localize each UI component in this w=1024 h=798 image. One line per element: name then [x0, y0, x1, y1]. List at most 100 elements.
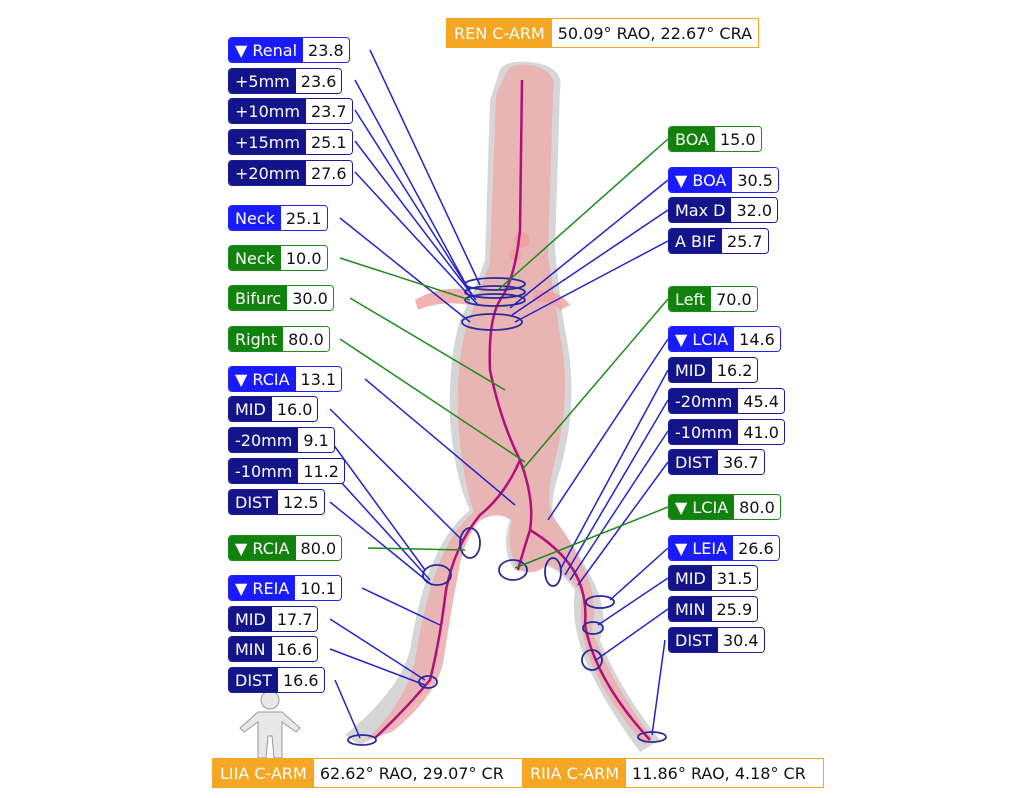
riia-carm-value: 11.86° RAO, 4.18° CR: [632, 764, 806, 783]
tag-value: 11.2: [298, 459, 344, 483]
tag-label: DIST: [229, 490, 278, 514]
tag-value: 32.0: [731, 198, 778, 222]
tag-label: Bifurc: [229, 286, 288, 310]
tag-value: 23.7: [305, 99, 352, 123]
tag-value: 25.9: [711, 597, 758, 621]
tag-label: MID: [229, 607, 272, 631]
tag-label: +5mm: [229, 69, 296, 93]
tag-value: 16.6: [271, 637, 318, 661]
tag-value: 12.5: [277, 490, 324, 514]
tag-value: 14.6: [734, 327, 780, 351]
tag-value: 30.0: [287, 286, 333, 310]
tag-label: ▼ REIA: [229, 576, 296, 600]
ren-carm-value: 50.09° RAO, 22.67° CRA: [557, 24, 753, 43]
tag-label: -10mm: [229, 459, 299, 483]
vessel-lumen: [366, 64, 652, 745]
liia-carm-readout[interactable]: LIIA C-ARM 62.62° RAO, 29.07° CR: [212, 758, 524, 788]
centerline: [374, 79, 651, 741]
tag-value: 16.2: [711, 358, 758, 382]
tag-value: 10.1: [295, 576, 341, 600]
ren-carm-readout[interactable]: REN C-ARM 50.09° RAO, 22.67° CRA: [446, 18, 760, 48]
tag-value: 27.6: [305, 161, 352, 185]
tag-label: A BIF: [669, 229, 722, 253]
tag-label: ▼ LCIA: [669, 327, 735, 351]
body-orientation-icon[interactable]: [239, 690, 301, 759]
measurement-rings: [347, 277, 667, 746]
tag-value: 13.1: [295, 367, 342, 391]
tag-value: 16.0: [271, 397, 318, 421]
tag-value: 15.0: [714, 127, 761, 151]
tag-label: -20mm: [229, 428, 299, 452]
tag-label: MIN: [669, 597, 712, 621]
tag-value: 80.0: [283, 327, 329, 351]
tag-label: MID: [669, 566, 712, 590]
tag-label: +15mm: [229, 130, 306, 154]
tag-label: Neck: [229, 206, 281, 230]
tag-label: Neck: [229, 246, 281, 270]
tag-value: 9.1: [298, 428, 334, 452]
tag-label: DIST: [669, 450, 718, 474]
tag-label: MIN: [229, 637, 272, 661]
tag-value: 17.7: [271, 607, 318, 631]
tag-value: 26.6: [733, 536, 779, 560]
tag-value: 30.4: [717, 628, 764, 652]
tag-value: 80.0: [295, 536, 342, 560]
tag-label: ▼ RCIA: [229, 536, 296, 560]
ren-carm-label: REN C-ARM: [447, 19, 552, 47]
tag-label: DIST: [669, 628, 718, 652]
liia-carm-value: 62.62° RAO, 29.07° CR: [319, 764, 504, 783]
tag-value: 80.0: [734, 495, 780, 519]
tag-label: Left: [669, 287, 712, 311]
tag-label: -20mm: [669, 389, 739, 413]
tag-label: ▼ LCIA: [669, 495, 735, 519]
leader-lines-green: [339, 138, 669, 569]
tag-label: MID: [229, 397, 272, 421]
tag-value: 25.7: [721, 229, 768, 253]
tag-value: 36.7: [717, 450, 764, 474]
riia-carm-readout[interactable]: RIIA C-ARM 11.86° RAO, 4.18° CR: [522, 758, 824, 788]
tag-label: ▼ Renal: [229, 38, 304, 62]
tag-value: 25.1: [305, 130, 352, 154]
tag-value: 31.5: [711, 566, 758, 590]
tag-label: +10mm: [229, 99, 306, 123]
tag-label: Right: [229, 327, 284, 351]
leader-lines-blue: [329, 49, 669, 739]
liia-carm-label: LIIA C-ARM: [213, 759, 314, 787]
tag-label: BOA: [669, 127, 715, 151]
